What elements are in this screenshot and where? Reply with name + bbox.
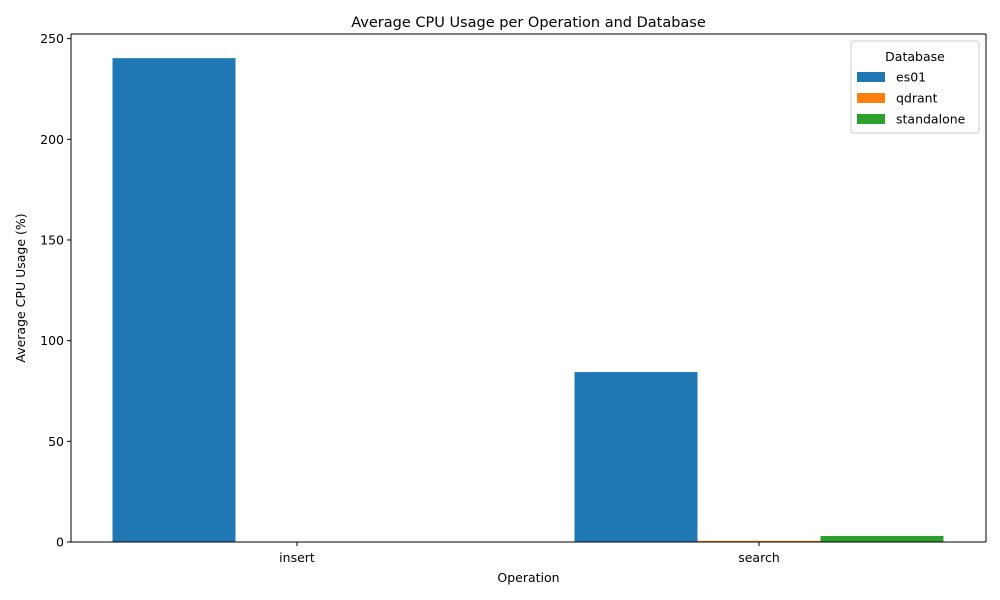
bar-es01-search xyxy=(574,372,698,542)
y-tick-label: 50 xyxy=(48,434,64,449)
x-tick-label-insert: insert xyxy=(279,550,315,565)
y-ticks: 0 50 100 150 200 250 xyxy=(40,31,71,550)
legend-swatch-es01 xyxy=(857,72,885,82)
chart-title: Average CPU Usage per Operation and Data… xyxy=(351,15,706,31)
x-axis-label: Operation xyxy=(497,570,559,585)
y-tick-label: 150 xyxy=(40,232,64,247)
y-tick-label: 0 xyxy=(56,535,64,550)
legend-swatch-qdrant xyxy=(857,93,885,103)
legend: Database es01 qdrant standalone xyxy=(850,40,980,134)
bars xyxy=(112,58,944,542)
axes xyxy=(70,33,987,543)
legend-swatch-standalone xyxy=(857,114,885,124)
y-tick-label: 250 xyxy=(40,31,64,46)
legend-box xyxy=(850,40,980,134)
y-axis-label: Average CPU Usage (%) xyxy=(13,213,28,362)
x-tick-label-search: search xyxy=(738,550,780,565)
legend-entries: es01 qdrant standalone xyxy=(857,70,966,127)
legend-label-standalone: standalone xyxy=(896,112,966,127)
bar-es01-insert xyxy=(112,58,236,542)
y-tick-label: 200 xyxy=(40,132,64,147)
y-tick-label: 100 xyxy=(40,333,64,348)
x-ticks: insert search xyxy=(279,542,780,565)
bar-qdrant-search xyxy=(697,540,821,542)
bar-standalone-search xyxy=(820,535,944,542)
legend-label-qdrant: qdrant xyxy=(896,91,938,106)
legend-title: Database xyxy=(885,49,945,64)
legend-label-es01: es01 xyxy=(896,70,926,85)
